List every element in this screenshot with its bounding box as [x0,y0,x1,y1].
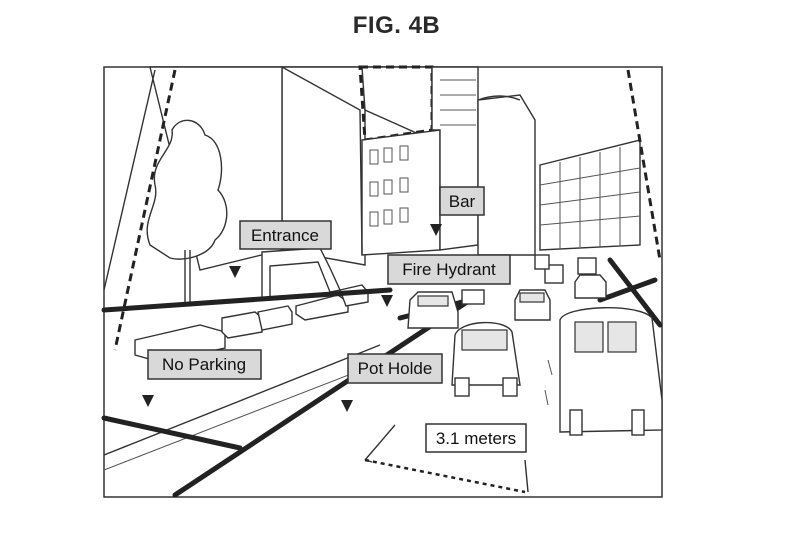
fire-hydrant-label-text: Fire Hydrant [402,260,496,279]
pothole-curb-line [172,297,473,498]
bar-label-text: Bar [449,192,476,211]
car-center [451,321,521,397]
dashed-left-guide [113,69,177,351]
bar-marker [430,224,442,236]
entrance-label-text: Entrance [251,226,319,245]
entrance-marker [229,266,241,278]
no-parking-label-text: No Parking [162,355,246,374]
label-entrance: Entrance [229,220,332,278]
pot-hole-label-text: Pot Holde [358,359,433,378]
vehicles [407,254,663,436]
van-right [559,307,663,436]
dashed-right-guide [626,69,662,261]
tree [146,119,228,305]
label-pot-hole: Pot Holde [341,353,443,412]
label-bar: Bar [430,186,485,236]
figure-title: FIG. 4B [352,12,441,39]
distance-guide [364,458,526,494]
label-no-parking: No Parking [142,349,262,407]
distance-label-text: 3.1 meters [436,429,516,448]
fire-hydrant-marker [381,295,393,307]
curb-line-left [101,287,393,313]
label-fire-hydrant: Fire Hydrant [381,254,511,307]
car-left-road [407,291,459,329]
pot-hole-marker [341,400,353,412]
no-parking-marker [142,395,154,407]
label-distance: 3.1 meters [425,423,527,453]
building-curved [477,94,536,256]
car-mid [514,289,551,321]
car-far-right [574,274,607,299]
